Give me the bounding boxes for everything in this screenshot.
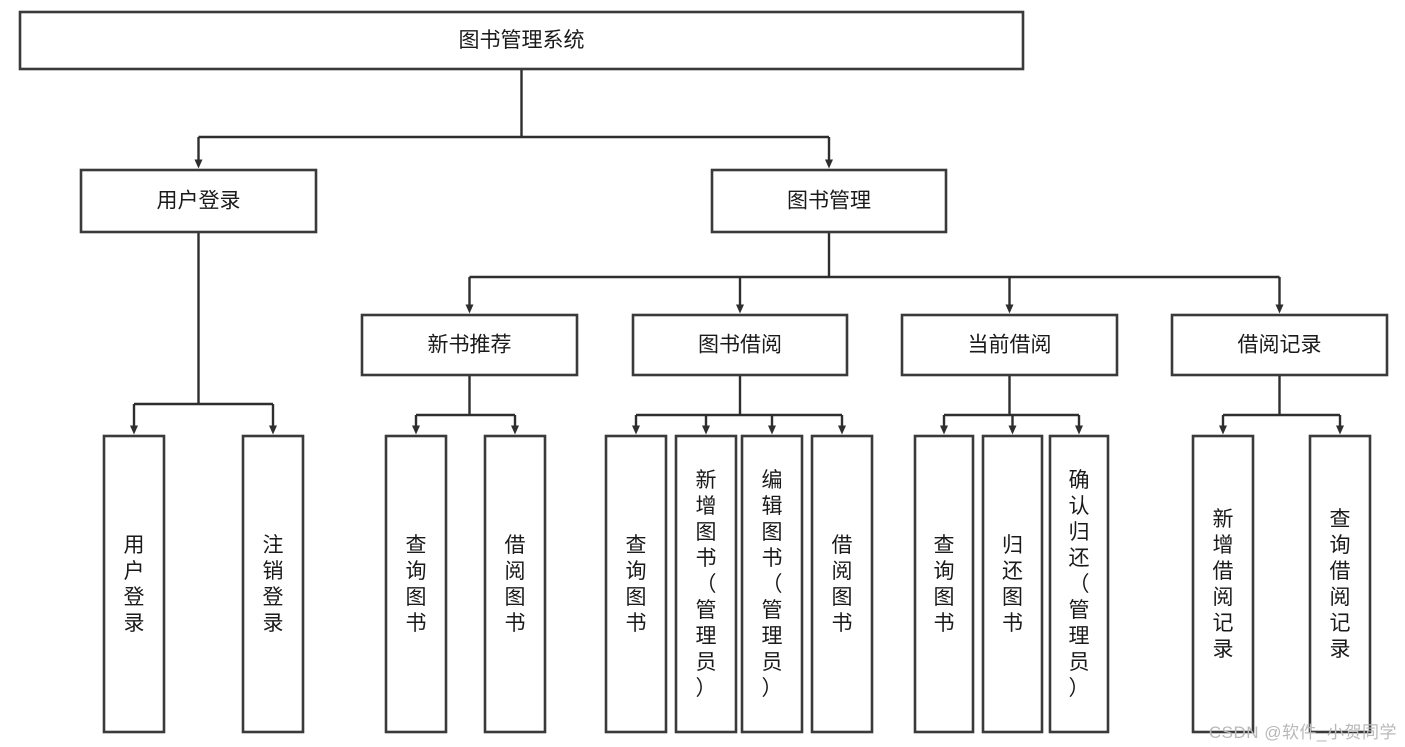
node-current-borrow-box[interactable] bbox=[900, 313, 1119, 377]
node-book-borrow-box[interactable] bbox=[631, 313, 849, 377]
leaf-leaf-return-book[interactable]: 归还图书 bbox=[981, 434, 1044, 734]
leaf-leaf-query-record-box[interactable] bbox=[1308, 434, 1372, 734]
leaf-leaf-add-book[interactable]: 新增图书（管理员） bbox=[674, 434, 738, 734]
node-book-management[interactable]: 图书管理 bbox=[710, 168, 948, 234]
leaf-leaf-add-book-label: 新增图书（管理员） bbox=[696, 469, 717, 700]
leaf-leaf-confirm-return-label: 确认归还（管理员） bbox=[1069, 469, 1090, 700]
root-node-book-system[interactable]: 图书管理系统 bbox=[18, 10, 1025, 71]
node-book-borrow[interactable]: 图书借阅 bbox=[631, 313, 849, 377]
leaf-leaf-borrow-book-1-box[interactable] bbox=[483, 434, 547, 734]
node-current-borrow[interactable]: 当前借阅 bbox=[900, 313, 1119, 377]
leaf-leaf-logout-box[interactable] bbox=[241, 434, 305, 734]
node-book-management-label: 图书管理 bbox=[787, 190, 871, 213]
node-borrow-record[interactable]: 借阅记录 bbox=[1170, 313, 1389, 377]
leaf-leaf-query-book-2-box[interactable] bbox=[604, 434, 668, 734]
leaf-leaf-return-book-box[interactable] bbox=[981, 434, 1044, 734]
leaf-leaf-borrow-book-2-label: 借阅图书 bbox=[832, 534, 853, 635]
leaf-leaf-user-login-box[interactable] bbox=[102, 434, 166, 734]
watermark-label: CSDN @软件_小贺同学 bbox=[1208, 723, 1397, 742]
leaf-leaf-borrow-book-2[interactable]: 借阅图书 bbox=[810, 434, 874, 734]
leaf-leaf-query-book-3-box[interactable] bbox=[913, 434, 975, 734]
leaf-leaf-user-login[interactable]: 用户登录 bbox=[102, 434, 166, 734]
node-new-book-recommend-label: 新书推荐 bbox=[428, 334, 512, 357]
leaf-leaf-confirm-return-box[interactable] bbox=[1048, 434, 1110, 734]
node-book-borrow-label: 图书借阅 bbox=[698, 334, 782, 357]
node-current-borrow-label: 当前借阅 bbox=[968, 334, 1052, 357]
leaf-leaf-query-book-3-label: 查询图书 bbox=[934, 534, 955, 635]
leaf-leaf-query-book-1-box[interactable] bbox=[384, 434, 448, 734]
leaf-leaf-query-book-1[interactable]: 查询图书 bbox=[384, 434, 448, 734]
node-user-login[interactable]: 用户登录 bbox=[79, 168, 318, 234]
node-new-book-recommend-box[interactable] bbox=[360, 313, 579, 377]
leaf-leaf-query-book-2[interactable]: 查询图书 bbox=[604, 434, 668, 734]
leaf-leaf-user-login-label: 用户登录 bbox=[124, 534, 145, 635]
leaf-leaf-borrow-book-1-label: 借阅图书 bbox=[505, 534, 526, 635]
leaf-leaf-query-record-label: 查询借阅记录 bbox=[1330, 508, 1351, 661]
connectors-layer bbox=[130, 69, 1344, 435]
leaf-leaf-add-record-box[interactable] bbox=[1191, 434, 1255, 734]
node-borrow-record-box[interactable] bbox=[1170, 313, 1389, 377]
leaf-leaf-add-record-label: 新增借阅记录 bbox=[1213, 508, 1234, 661]
node-user-login-label: 用户登录 bbox=[157, 190, 241, 213]
leaf-leaf-query-book-2-label: 查询图书 bbox=[626, 534, 647, 635]
node-borrow-record-label: 借阅记录 bbox=[1238, 334, 1322, 357]
node-user-login-box[interactable] bbox=[79, 168, 318, 234]
root-node-book-system-box[interactable] bbox=[18, 10, 1025, 71]
leaf-leaf-query-book-3[interactable]: 查询图书 bbox=[913, 434, 975, 734]
leaf-leaf-confirm-return[interactable]: 确认归还（管理员） bbox=[1048, 434, 1110, 734]
leaf-leaf-edit-book-label: 编辑图书（管理员） bbox=[762, 469, 783, 700]
leaf-leaf-edit-book-box[interactable] bbox=[740, 434, 804, 734]
leaf-leaf-logout-label: 注销登录 bbox=[263, 534, 284, 635]
node-new-book-recommend[interactable]: 新书推荐 bbox=[360, 313, 579, 377]
leaf-leaf-add-record[interactable]: 新增借阅记录 bbox=[1191, 434, 1255, 734]
leaf-leaf-return-book-label: 归还图书 bbox=[1002, 534, 1023, 635]
leaf-leaf-query-book-1-label: 查询图书 bbox=[406, 534, 427, 635]
leaf-leaf-borrow-book-2-box[interactable] bbox=[810, 434, 874, 734]
leaf-leaf-add-book-box[interactable] bbox=[674, 434, 738, 734]
nodes-layer: 图书管理系统用户登录图书管理新书推荐图书借阅当前借阅借阅记录用户登录注销登录查询… bbox=[18, 10, 1389, 734]
leaf-leaf-edit-book[interactable]: 编辑图书（管理员） bbox=[740, 434, 804, 734]
leaf-leaf-borrow-book-1[interactable]: 借阅图书 bbox=[483, 434, 547, 734]
root-node-book-system-label: 图书管理系统 bbox=[459, 29, 585, 52]
node-book-management-box[interactable] bbox=[710, 168, 948, 234]
leaf-leaf-logout[interactable]: 注销登录 bbox=[241, 434, 305, 734]
leaf-leaf-query-record[interactable]: 查询借阅记录 bbox=[1308, 434, 1372, 734]
